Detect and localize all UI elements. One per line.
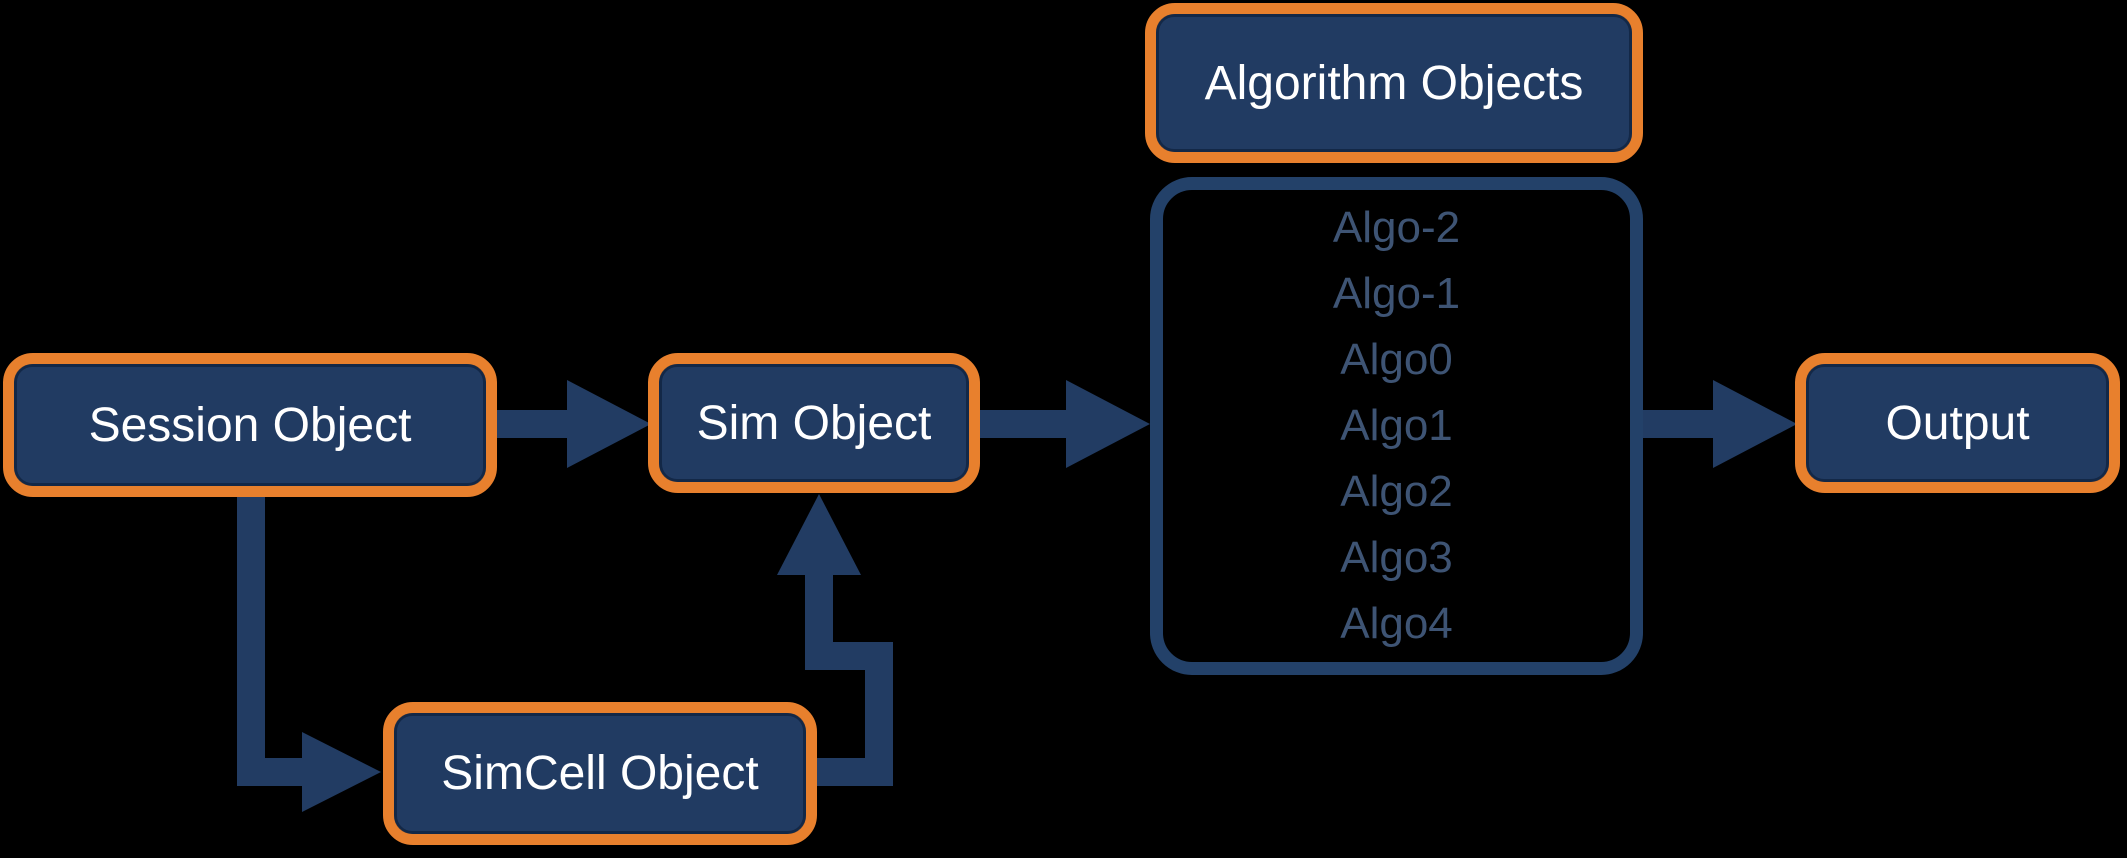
node-sim-label: Sim Object <box>696 396 932 450</box>
arrow-session-to-sim <box>497 380 651 468</box>
arrow-sim-to-algorithms <box>980 380 1150 468</box>
algorithm-list-item: Algo1 <box>1340 401 1453 450</box>
node-session-label: Session Object <box>88 398 412 452</box>
node-algorithm-objects-header: Algorithm Objects <box>1145 3 1643 163</box>
node-output-label: Output <box>1885 396 2030 450</box>
arrows-group <box>237 380 1797 812</box>
algorithm-list-item: Algo-1 <box>1332 269 1461 318</box>
algorithm-list-item: Algo-2 <box>1332 203 1461 252</box>
node-simcell-object: SimCell Object <box>383 702 817 845</box>
node-output: Output <box>1795 353 2120 493</box>
node-sim-object: Sim Object <box>648 353 980 493</box>
algorithm-list-item: Algo2 <box>1340 467 1453 516</box>
arrow-session-to-simcell <box>237 495 381 812</box>
arrow-algorithms-to-output <box>1643 380 1797 468</box>
node-simcell-label: SimCell Object <box>441 747 759 800</box>
node-session-object: Session Object <box>3 353 497 497</box>
node-algorithm-header-label: Algorithm Objects <box>1204 56 1584 110</box>
algorithm-list-item: Algo3 <box>1340 533 1453 582</box>
arrow-simcell-to-sim <box>777 494 893 786</box>
algorithm-list-item: Algo0 <box>1340 335 1453 384</box>
algorithm-list-item: Algo4 <box>1340 599 1453 648</box>
